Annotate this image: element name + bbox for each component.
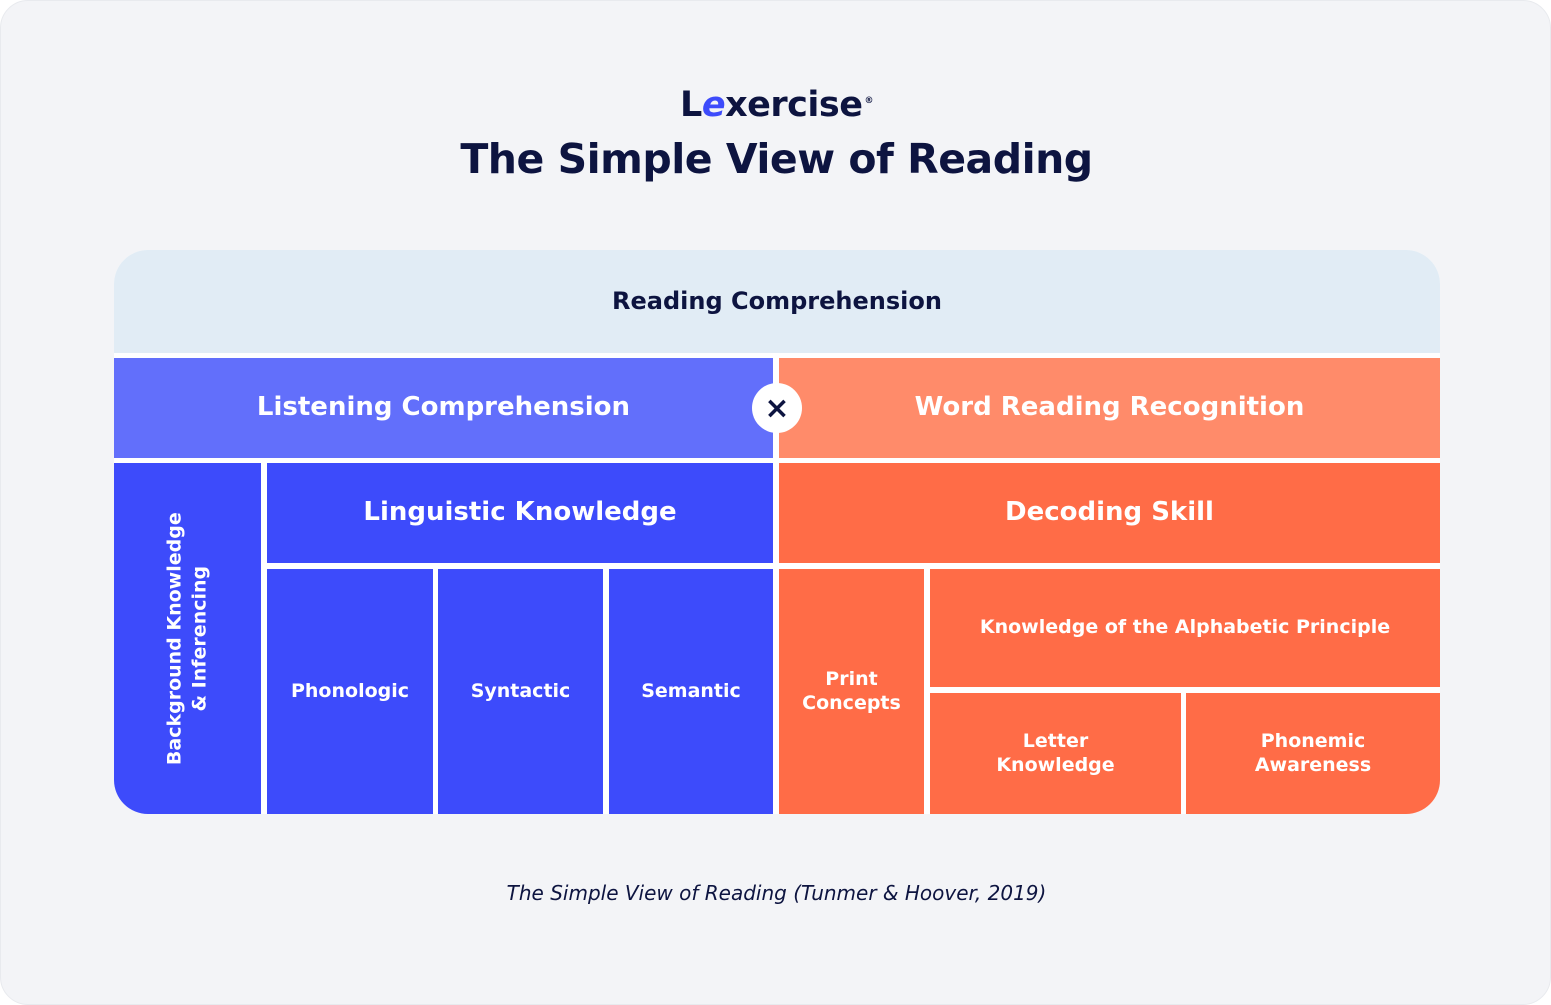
print-concepts-label: Print Concepts <box>802 668 901 714</box>
letter-knowledge-line2: Knowledge <box>996 753 1115 776</box>
alphabetic-principle-cell: Knowledge of the Alphabetic Principle <box>930 569 1440 687</box>
semantic-label: Semantic <box>641 679 741 702</box>
linguistic-knowledge-cell: Linguistic Knowledge <box>267 463 773 563</box>
logo-accent-e: e <box>701 85 726 125</box>
print-concepts-line1: Print <box>825 668 878 691</box>
listening-comprehension-cell: Listening Comprehension <box>114 358 773 458</box>
phonemic-awareness-line2: Awareness <box>1254 753 1372 776</box>
multiply-symbol: × <box>764 390 790 426</box>
semantic-cell: Semantic <box>609 569 773 814</box>
background-knowledge-label: Background Knowledge & Inferencing <box>163 512 212 765</box>
letter-knowledge-line1: Letter <box>1022 730 1089 753</box>
lexercise-logo: Lexercise® <box>1 85 1551 125</box>
background-knowledge-cell: Background Knowledge & Inferencing <box>114 463 261 814</box>
syntactic-label: Syntactic <box>470 679 571 702</box>
alphabetic-principle-label: Knowledge of the Alphabetic Principle <box>979 616 1391 639</box>
print-concepts-line2: Concepts <box>802 691 901 714</box>
word-reading-recognition-label: Word Reading Recognition <box>914 392 1305 423</box>
linguistic-knowledge-label: Linguistic Knowledge <box>363 497 677 528</box>
syntactic-cell: Syntactic <box>438 569 603 814</box>
listening-comprehension-label: Listening Comprehension <box>256 392 631 423</box>
phonologic-label: Phonologic <box>290 679 410 702</box>
reading-comprehension-label: Reading Comprehension <box>612 286 942 315</box>
logo-text: xercise <box>725 85 863 125</box>
figure-caption: The Simple View of Reading (Tunmer & Hoo… <box>506 881 1047 905</box>
word-reading-recognition-cell: Word Reading Recognition <box>779 358 1440 458</box>
phonemic-awareness-line1: Phonemic <box>1260 730 1366 753</box>
logo-letter-l: L <box>680 85 702 125</box>
phonemic-awareness-label: Phonemic Awareness <box>1255 730 1371 776</box>
print-concepts-cell: Print Concepts <box>779 569 924 814</box>
page-title: The Simple View of Reading <box>460 135 1093 183</box>
phonemic-awareness-cell: Phonemic Awareness <box>1186 693 1440 814</box>
letter-knowledge-cell: Letter Knowledge <box>930 693 1181 814</box>
letter-knowledge-label: Letter Knowledge <box>996 730 1114 776</box>
background-knowledge-line1: Background Knowledge <box>163 512 186 765</box>
simple-view-diagram: Reading Comprehension Listening Comprehe… <box>114 250 1440 814</box>
reading-comprehension-cell: Reading Comprehension <box>114 250 1440 353</box>
registered-mark: ® <box>864 96 873 107</box>
decoding-skill-label: Decoding Skill <box>1005 497 1214 528</box>
decoding-skill-cell: Decoding Skill <box>779 463 1440 563</box>
background-knowledge-line2: & Inferencing <box>188 565 211 712</box>
multiply-icon: × <box>752 383 802 433</box>
phonologic-cell: Phonologic <box>267 569 433 814</box>
